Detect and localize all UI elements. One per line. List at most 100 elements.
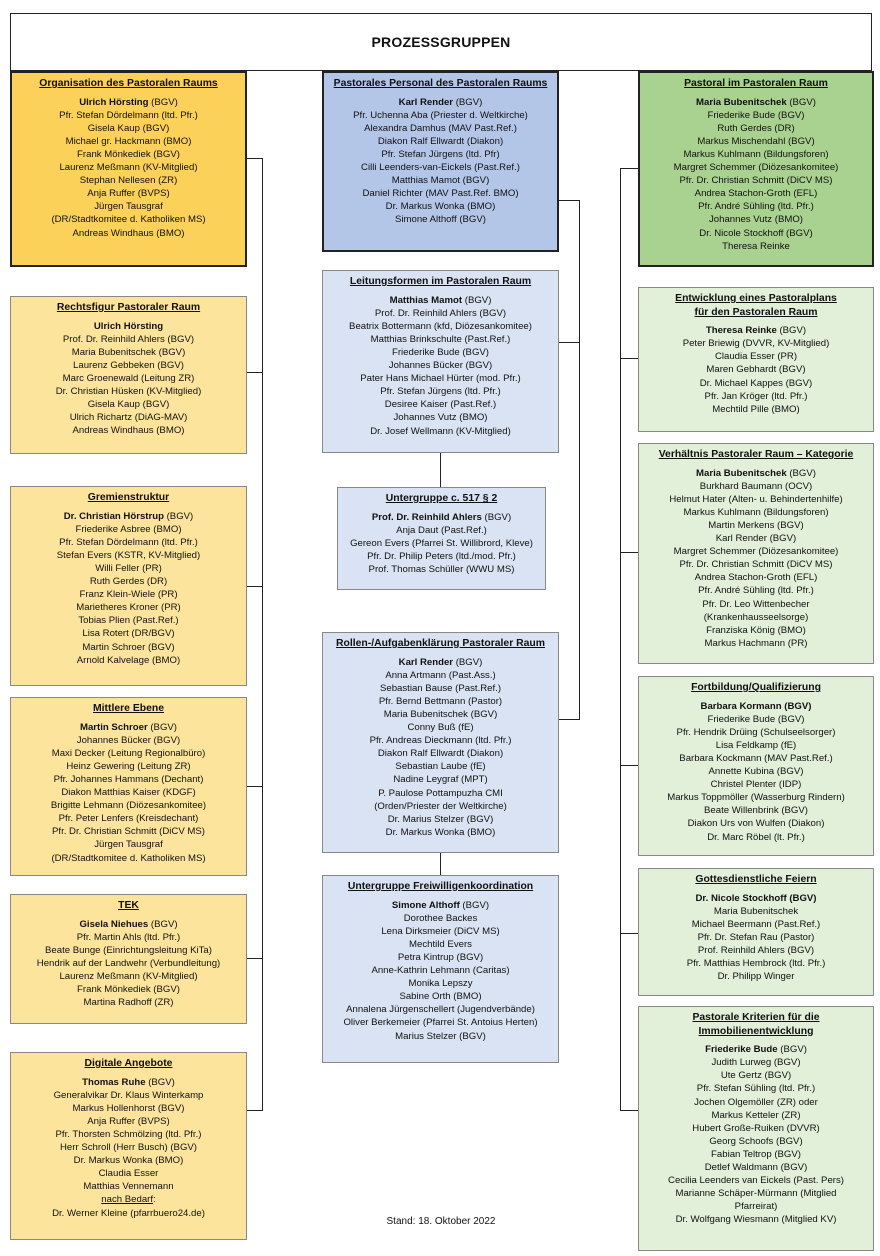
group-member: Marianne Schäper-Mürmann (Mitglied <box>675 1188 837 1200</box>
group-lead: Dr. Christian Hörstrup (BGV) <box>14 510 243 523</box>
group-member: Pfarreirat) <box>734 1201 778 1213</box>
group-title: für den Pastoralen Raum <box>694 306 818 318</box>
connector-center-b7 <box>558 200 580 201</box>
group-member: Pfr. Stefan Dördelmann (ltd. Pfr.) <box>59 536 198 548</box>
group-lead-name: Maria Bubenitschek <box>696 96 787 108</box>
group-member: Pfr. Stefan Dördelmann (ltd. Pfr.) <box>59 109 198 121</box>
connector-left-b3 <box>246 586 263 587</box>
group-member: Dr. Marius Stelzer (BGV) <box>387 813 494 825</box>
group-member: Pfr. André Sühling (ltd. Pfr.) <box>698 585 814 597</box>
group-member: Martin Schroer (BGV) <box>82 641 175 653</box>
group-lead-affiliation: (BGV) <box>453 96 483 108</box>
group-lead-name: Maria Bubenitschek <box>696 467 787 479</box>
group-member: Anna Artmann (Past.Ass.) <box>385 669 496 681</box>
group-member: Dr. Nicole Stockhoff (BGV) <box>699 227 813 239</box>
group-member: Arnold Kalvelage (BMO) <box>76 654 181 666</box>
group-member: Pfr. Thorsten Schmölzing (ltd. Pfr.) <box>55 1128 202 1140</box>
group-member: Margret Schemmer (Diözesankomitee) <box>673 162 839 174</box>
group-note: nach Bedarf: <box>14 1193 243 1206</box>
group-member: Maria Bubenitschek <box>713 905 799 917</box>
group-member: Sabine Orth (BMO) <box>399 991 482 1003</box>
group-lead-affiliation: (BGV) <box>462 294 492 306</box>
group-member: Pfr. Bernd Bettmann (Pastor) <box>378 695 503 707</box>
group-member: Diakon Ralf Ellwardt (Diakon) <box>377 748 504 760</box>
connector-center-b10 <box>558 719 580 720</box>
group-member: Georg Schoofs (BGV) <box>709 1135 803 1147</box>
group-member: (Krankenhausseelsorge) <box>703 611 809 623</box>
group-member: Peter Briewig (DVVR, KV-Mitglied) <box>682 338 830 350</box>
group-member: Friederike Bude (BGV) <box>707 713 805 725</box>
group-member: Matthias Vennemann <box>83 1181 174 1193</box>
group-member: Prof. Dr. Reinhild Ahlers (BGV) <box>62 333 195 345</box>
group-lead: Simone Althoff (BGV) <box>326 899 555 912</box>
group-member: Anja Daut (Past.Ref.) <box>396 524 487 536</box>
group-member: Theresa Reinke <box>722 240 790 252</box>
group-lead-name: Prof. Dr. Reinhild Ahlers <box>371 511 482 523</box>
group-member: Frank Mönkediek (BGV) <box>77 148 180 160</box>
group-lead: Karl Render (BGV) <box>327 96 554 109</box>
group-member: Martina Radhoff (ZR) <box>83 997 174 1009</box>
group-title: Pastorales Personal des Pastoralen Raums <box>333 78 548 89</box>
group-member: Pfr. Matthias Hembrock (ltd. Pfr.) <box>686 958 826 970</box>
group-member: Judith Lurweg (BGV) <box>711 1057 801 1069</box>
group-note-colon: : <box>153 1194 156 1206</box>
group-lead-name: Ulrich Hörsting <box>79 96 149 108</box>
group-member: Beatrix Bottermann (kfd, Diözesankomitee… <box>349 320 532 332</box>
group-lead: Theresa Reinke (BGV) <box>642 324 870 337</box>
group-member: Lena Dirksmeier (DiCV MS) <box>381 925 500 937</box>
connector-right-b17 <box>620 1110 638 1111</box>
group-title: Untergruppe c. 517 § 2 <box>385 493 498 504</box>
group-member: Beate Willenbrink (BGV) <box>704 805 808 817</box>
group-member: Michael gr. Hackmann (BMO) <box>65 135 192 147</box>
group-member: Brigitte Lehmann (Diözesankomitee) <box>50 800 207 812</box>
group-member: Mechtild Evers <box>409 938 472 950</box>
group-lead: Karl Render (BGV) <box>326 656 555 669</box>
group-title: Mittlere Ebene <box>92 703 165 714</box>
group-member: Lisa Feldkamp (fE) <box>715 739 797 751</box>
group-member: Annalena Jürgenschellert (Jugendverbände… <box>346 1004 535 1016</box>
connector-right-b12 <box>620 168 638 169</box>
group-pastorales-personal: Pastorales Personal des Pastoralen Raums… <box>322 71 559 252</box>
group-lead-affiliation: (BGV) <box>145 1076 175 1088</box>
group-lead: Dr. Nicole Stockhoff (BGV) <box>642 892 870 905</box>
connector-b10-b11 <box>440 852 441 875</box>
group-lead: Barbara Kormann (BGV) <box>642 700 870 713</box>
group-member: Alexandra Damhus (MAV Past.Ref.) <box>364 122 517 134</box>
group-member: Oliver Berkemeier (Pfarrei St. Antoius H… <box>343 1017 538 1029</box>
group-title: Pastoral im Pastoralen Raum <box>684 78 828 89</box>
group-member: Pfr. Dr. Christian Schmitt (DiCV MS) <box>679 175 833 187</box>
group-member: Pfr. Jan Kröger (ltd. Pfr.) <box>704 390 808 402</box>
group-member: Michael Beermann (Past.Ref.) <box>691 918 821 930</box>
connector-left-b6 <box>246 1110 263 1111</box>
group-member: Barbara Kockmann (MAV Past.Ref.) <box>679 752 833 764</box>
group-lead-affiliation: (BGV) <box>453 656 483 668</box>
group-member: Pfr. Dr. Leo Wittenbecher <box>702 598 810 610</box>
group-lead-name: Dr. Nicole Stockhoff (BGV) <box>695 892 817 904</box>
group-member: Daniel Richter (MAV Past.Ref. BMO) <box>362 188 519 200</box>
group-title: Rollen-/Aufgabenklärung Pastoraler Raum <box>335 638 545 649</box>
group-member: Willi Feller (PR) <box>95 562 162 574</box>
group-member: Sebastian Laube (fE) <box>395 761 486 773</box>
group-member: Johannes Bücker (BGV) <box>76 734 181 746</box>
group-title: Digitale Angebote <box>84 1058 173 1069</box>
group-member: Claudia Esser <box>98 1168 159 1180</box>
group-lead-name: Friederike Bude <box>705 1044 778 1056</box>
connector-b8-b9 <box>440 452 441 487</box>
group-member: Marc Groenewald (Leitung ZR) <box>62 372 195 384</box>
group-member: Martin Merkens (BGV) <box>708 519 804 531</box>
group-member: Christel Plenter (IDP) <box>710 779 802 791</box>
group-member: Prof. Reinhild Ahlers (BGV) <box>697 944 815 956</box>
group-member: Laurenz Gebbeken (BGV) <box>73 359 184 371</box>
group-member: Ute Gertz (BGV) <box>720 1070 792 1082</box>
group-member: Ruth Gerdes (DR) <box>89 576 168 588</box>
group-lead-affiliation: (BGV) <box>459 899 490 911</box>
group-member: Dr. Michael Kappes (BGV) <box>699 377 813 389</box>
group-member: Jürgen Tausgraf <box>94 839 163 851</box>
group-member: Cecilia Leenders van Eickels (Past. Pers… <box>668 1175 844 1187</box>
